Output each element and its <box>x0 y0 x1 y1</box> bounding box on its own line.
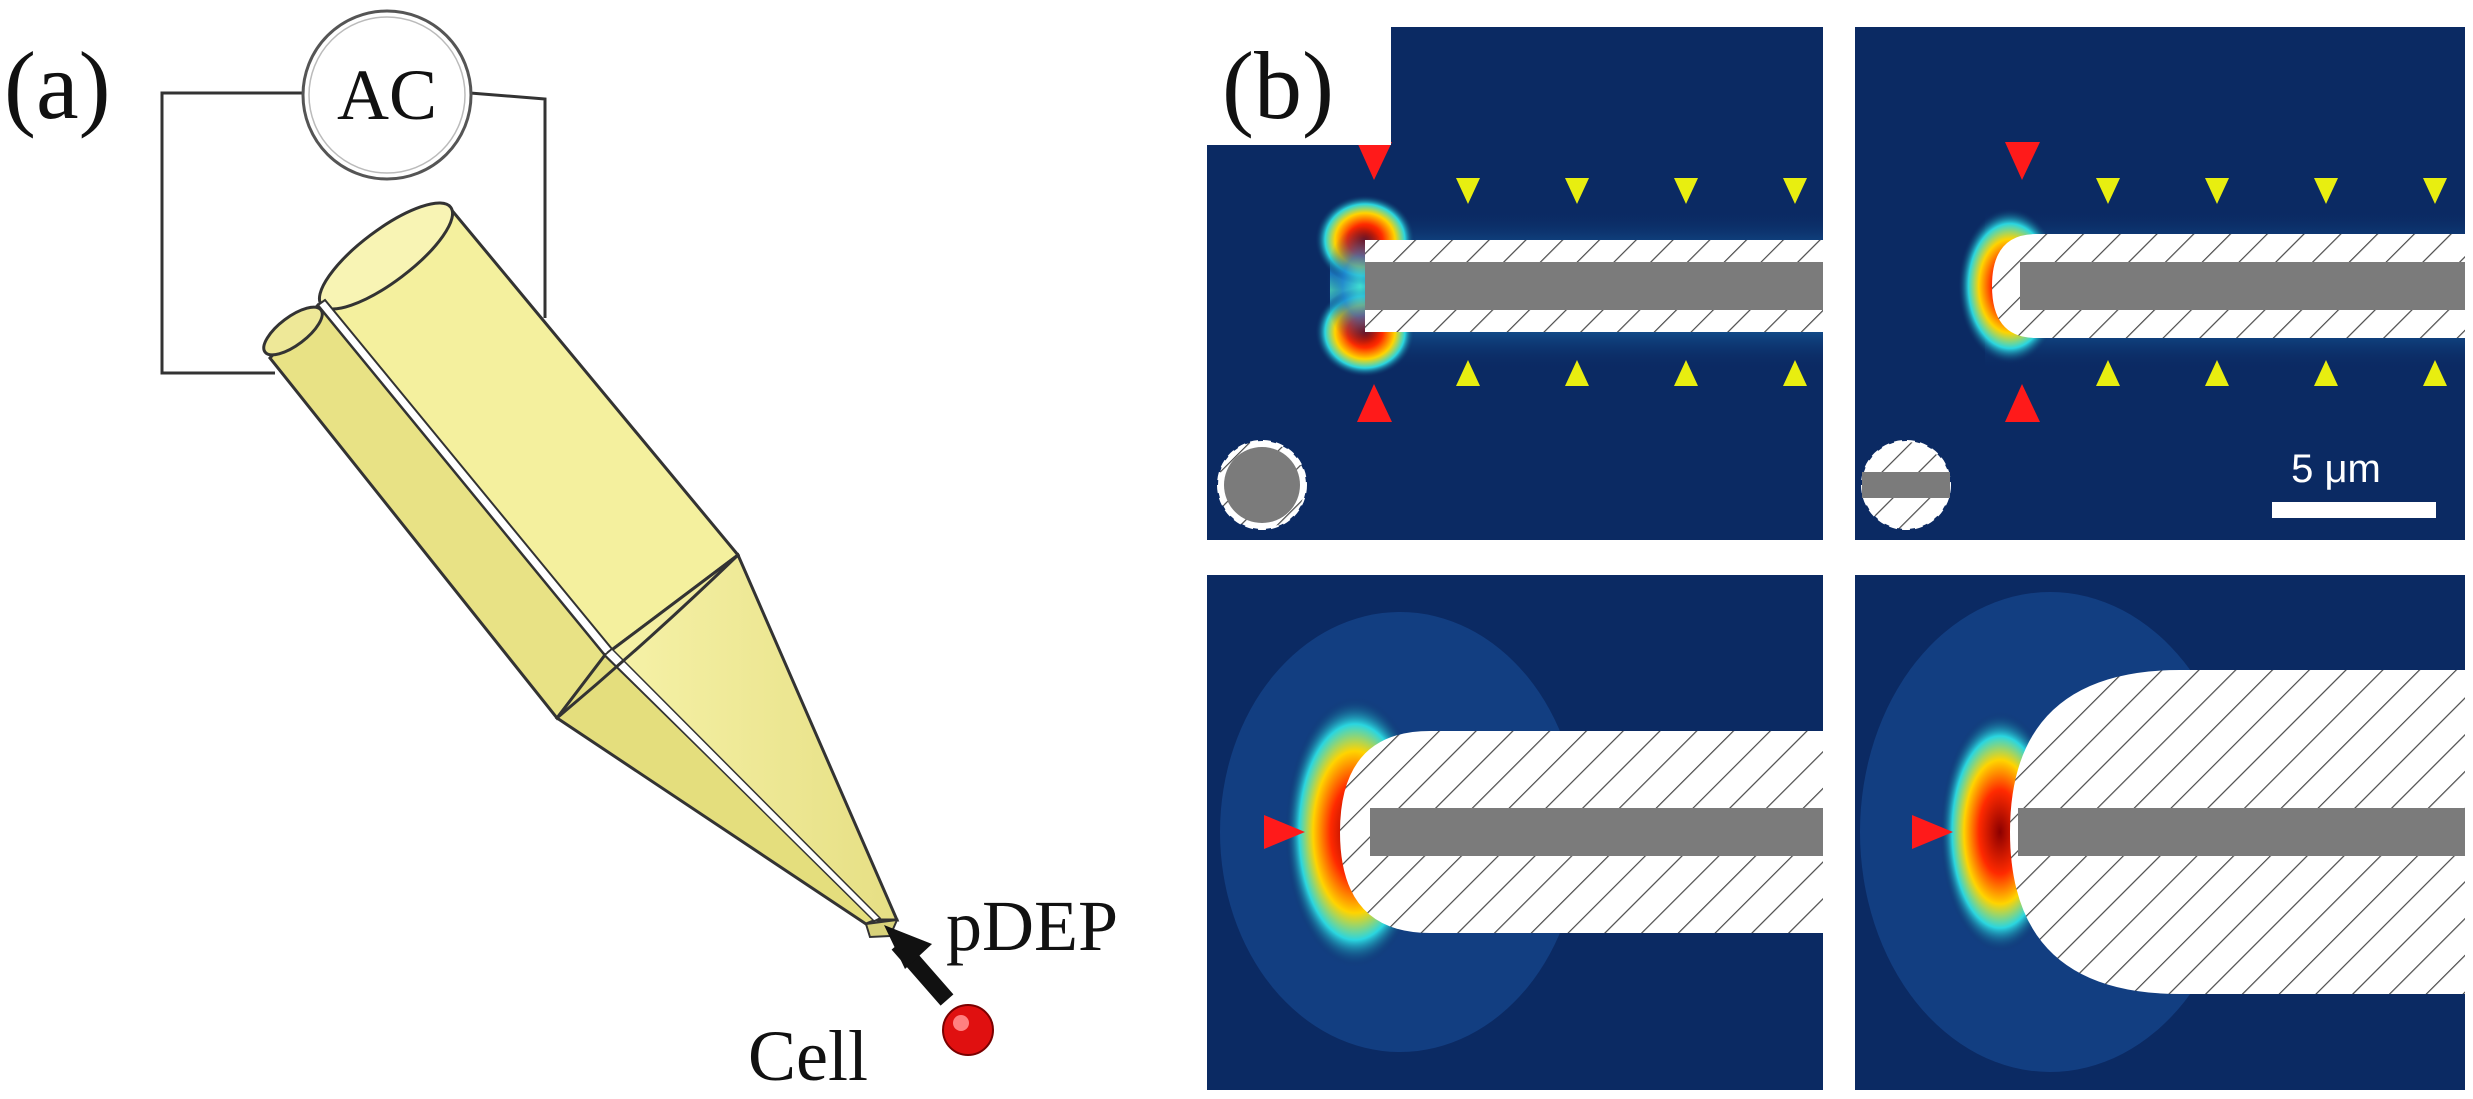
ac-source-circle <box>301 9 473 181</box>
scale-bar-label: 5 μm <box>2291 447 2381 491</box>
subpanel-bottom-right <box>1855 575 2465 1090</box>
cell-label: Cell <box>748 1016 868 1096</box>
scale-bar <box>2272 502 2436 518</box>
marker-yellow-row-top <box>1456 178 1807 204</box>
core-electrode <box>2018 808 2465 856</box>
marker-red-left <box>1264 815 1305 849</box>
wire-right <box>469 91 547 318</box>
pdep-label: pDEP <box>946 886 1118 966</box>
cross-section-core <box>1862 472 1950 498</box>
panel-b-label: (b) <box>1222 32 1334 139</box>
marker-red-left <box>1912 815 1953 849</box>
panel-b-label-box <box>1207 27 1391 145</box>
panel-b: (b) 5 μm <box>1207 27 2465 1090</box>
cell-highlight <box>953 1015 969 1031</box>
core-electrode <box>2020 262 2465 310</box>
subpanel-bottom-left <box>1207 575 1823 1090</box>
ac-source-inner-ring <box>308 16 466 174</box>
subpanel-top-right: 5 μm <box>1855 27 2465 540</box>
marker-yellow-row-bottom <box>2096 360 2447 386</box>
wire-left <box>160 91 304 375</box>
cross-section-core <box>1224 447 1300 523</box>
subpanel-top-left: (b) <box>1207 27 1823 540</box>
ac-source-label: AC <box>337 55 437 135</box>
marker-red-bottom <box>2005 384 2040 422</box>
pdep-arrow-head <box>884 925 932 969</box>
electrode-cone-gap <box>603 647 882 922</box>
panel-a: (a) AC pDEP Cell <box>4 9 1118 1096</box>
core-electrode <box>1370 808 1823 856</box>
electrode-cone-seam <box>556 553 740 720</box>
cell <box>942 1004 994 1056</box>
marker-yellow-row-top <box>2096 178 2447 204</box>
marker-yellow-row-bottom <box>1456 360 1807 386</box>
core-electrode <box>1365 262 1823 310</box>
marker-red-top <box>1357 142 1392 180</box>
panel-a-label: (a) <box>4 32 111 139</box>
marker-red-bottom <box>1357 384 1392 422</box>
marker-red-top <box>2005 142 2040 180</box>
